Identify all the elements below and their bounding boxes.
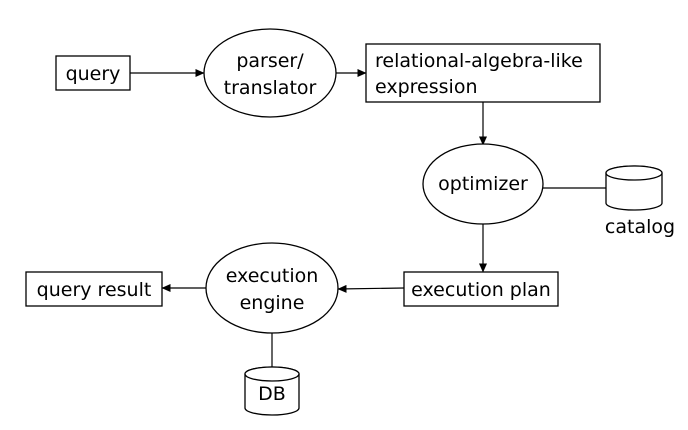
execution-plan-label: execution plan	[411, 279, 551, 301]
query-result-node: query result	[25, 271, 163, 307]
db-label: DB	[258, 383, 286, 405]
optimizer-node: optimizer	[422, 143, 544, 225]
parser-translator-node: parser/ translator	[203, 28, 337, 118]
execution-plan-node: execution plan	[403, 271, 559, 307]
query-result-label: query result	[37, 279, 152, 301]
execution-engine-node: execution engine	[205, 242, 339, 334]
expression-label-line1: relational-algebra-like	[375, 50, 583, 72]
catalog-label: catalog	[605, 216, 675, 238]
execution-engine-label-line2: engine	[240, 292, 305, 314]
execution-engine-label-line1: execution	[226, 265, 319, 287]
edge-plan-to-engine	[337, 284, 405, 293]
expression-node: relational-algebra-like expression	[365, 43, 601, 103]
optimizer-label: optimizer	[438, 173, 528, 195]
parser-label-line2: translator	[224, 77, 317, 99]
db-node: DB	[244, 366, 300, 416]
catalog-node: catalog	[605, 165, 675, 238]
parser-label-line1: parser/	[236, 50, 304, 72]
query-label: query	[66, 63, 121, 85]
expression-label-line2: expression	[375, 76, 478, 98]
query-node: query	[55, 55, 131, 91]
